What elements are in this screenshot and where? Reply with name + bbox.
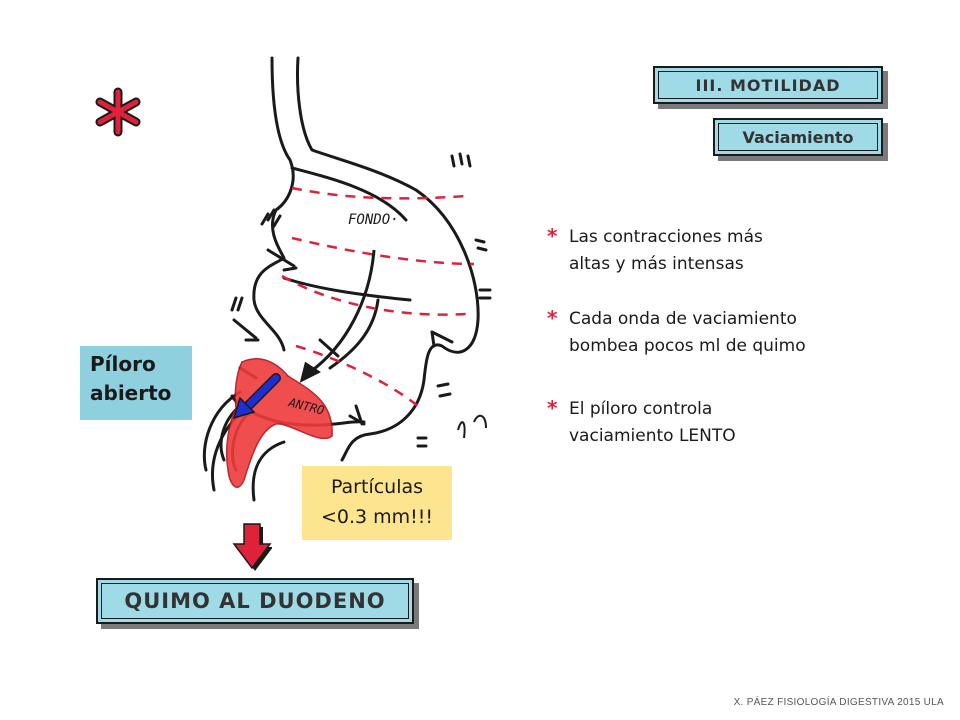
pylorus-label-line2: abierto [90, 381, 172, 405]
bullet-star-icon: * [547, 306, 558, 330]
section-tag-label: III. MOTILIDAD [695, 75, 841, 95]
pylorus-label-line1: Píloro [90, 352, 156, 376]
bullet-line: altas y más intensas [569, 254, 744, 274]
bullet-line: El píloro controla [569, 399, 713, 419]
pylorus-label: Píloro abierto [80, 346, 192, 420]
bullet-line: vaciamiento LENTO [569, 426, 736, 446]
particles-label-line1: Partículas [330, 476, 424, 498]
particles-label: Partículas <0.3 mm!!! [302, 466, 452, 540]
subsection-tag-label: Vaciamiento [742, 127, 854, 147]
bullet-line: Las contracciones más [569, 227, 763, 247]
fondo-label: FONDO· [348, 212, 399, 228]
bullet-line: Cada onda de vaciamiento [569, 309, 797, 329]
bullet-star-icon: * [547, 224, 558, 248]
subsection-tag: Vaciamiento [713, 118, 883, 156]
bullet-star-icon: * [547, 396, 558, 420]
particles-label-line2: <0.3 mm!!! [320, 506, 434, 528]
blue-arrow-icon [232, 373, 281, 420]
footer-credit: X. PÁEZ FISIOLOGÍA DIGESTIVA 2015 ULA [733, 697, 944, 708]
output-tag: QUIMO AL DUODENO [96, 578, 414, 624]
red-down-arrow-icon [232, 523, 272, 571]
section-tag: III. MOTILIDAD [653, 66, 883, 104]
output-tag-label: QUIMO AL DUODENO [124, 589, 386, 613]
red-asterisk-icon [95, 87, 141, 137]
stomach-outline-drawing: FONDO· ANTRO [202, 56, 492, 502]
bullet-line: bombea pocos ml de quimo [569, 336, 806, 356]
